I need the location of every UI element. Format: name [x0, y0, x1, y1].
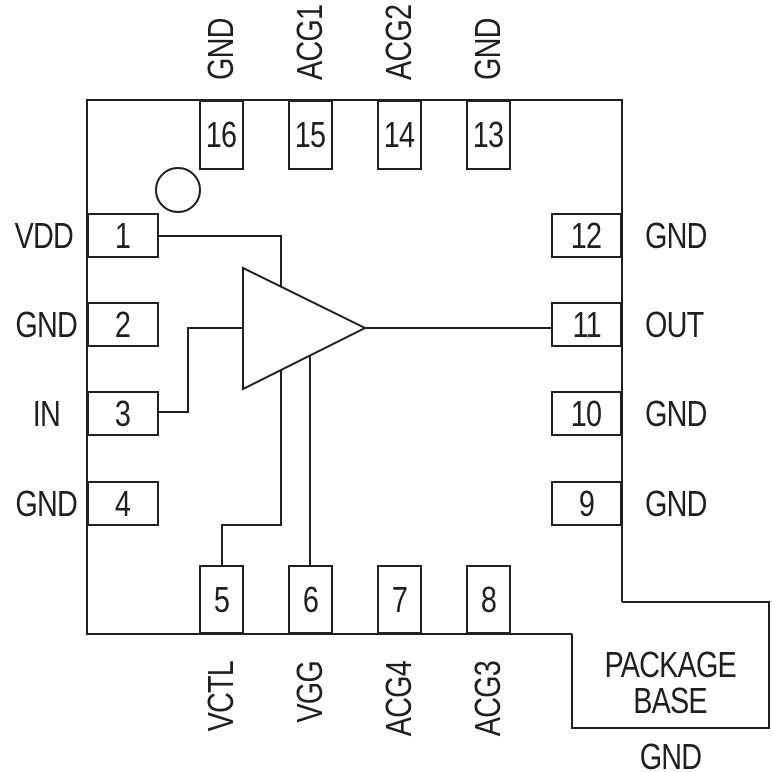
pin-6-label-text: VGG	[289, 661, 330, 723]
pin-box-16: 16	[199, 100, 244, 170]
pin-2-label-text: GND	[15, 304, 77, 345]
pin-number-6: 6	[302, 578, 319, 620]
pin-12-label: GND	[645, 213, 769, 258]
package-base-title-line2-text: BASE	[633, 680, 708, 721]
package-base-title-line2: BASE	[572, 683, 769, 719]
pin-16-label: GND	[200, 0, 241, 80]
pin-number-13: 13	[473, 114, 504, 155]
pin-6-label: VGG	[289, 661, 330, 772]
pin-box-9: 9	[551, 481, 622, 526]
pin-15-label: ACG1	[289, 0, 330, 81]
pin-2-label: GND	[0, 302, 77, 347]
pin-box-7: 7	[377, 565, 422, 634]
pin-number-1: 1	[115, 214, 131, 256]
pin-number-11: 11	[572, 303, 601, 345]
pin-14-label: ACG2	[378, 0, 419, 81]
pin-15-label-text: ACG1	[289, 4, 330, 81]
package-base-title-line1-text: PACKAGE	[604, 644, 737, 685]
pin-number-12: 12	[571, 214, 602, 256]
pin-number-7: 7	[391, 578, 408, 620]
wire-vctl-to-amp	[221, 355, 282, 565]
pin-box-14: 14	[377, 100, 422, 170]
pin-5-label: VCTL	[200, 661, 241, 772]
pin-number-3: 3	[115, 392, 131, 434]
pin-3-label-text: IN	[32, 393, 61, 434]
pin-4-label: GND	[0, 481, 77, 526]
package-base-pad	[571, 601, 770, 729]
amplifier-triangle-icon	[242, 266, 368, 391]
pin-16-label-text: GND	[200, 18, 241, 80]
pin-7-label: ACG4	[378, 661, 419, 772]
pin-box-5: 5	[199, 565, 244, 634]
wire-in-to-amp	[159, 327, 255, 413]
pin-box-6: 6	[288, 565, 333, 634]
pin-number-9: 9	[578, 482, 595, 524]
pin-9-label: GND	[645, 481, 769, 526]
pin-11-label-text: OUT	[645, 304, 704, 345]
pin-box-10: 10	[551, 391, 622, 436]
package-outline	[86, 99, 623, 635]
pin-box-4: 4	[87, 481, 159, 526]
pin-box-8: 8	[466, 565, 511, 634]
pin-box-13: 13	[466, 100, 511, 170]
pin-8-label-text: ACG3	[467, 661, 508, 737]
pin-4-label-text: GND	[15, 483, 77, 524]
pin-12-label-text: GND	[645, 215, 707, 256]
package-base-title-line1: PACKAGE	[572, 647, 769, 683]
pin-number-5: 5	[213, 578, 230, 620]
pin-13-label-text: GND	[467, 18, 508, 80]
pin-11-label: OUT	[645, 302, 769, 347]
pin-number-8: 8	[480, 578, 497, 620]
pin-number-2: 2	[115, 303, 131, 345]
pin-9-label-text: GND	[645, 483, 707, 524]
pin-10-label-text: GND	[645, 393, 707, 434]
pin-box-2: 2	[87, 302, 159, 347]
wire-vdd-to-amp	[159, 235, 282, 300]
pin-box-11: 11	[551, 302, 622, 347]
pin-1-label-text: VDD	[14, 215, 74, 256]
package-base-gnd-label-text: GND	[639, 736, 702, 772]
pin-box-3: 3	[87, 391, 159, 436]
pin-box-12: 12	[551, 213, 622, 258]
package-base-gnd-label: GND	[572, 739, 769, 772]
pin-13-label: GND	[467, 0, 508, 80]
pin-5-label-text: VCTL	[200, 661, 241, 732]
pin-10-label: GND	[645, 391, 769, 436]
pin-14-label-text: ACG2	[378, 4, 419, 81]
pin-3-label: IN	[0, 391, 61, 436]
pin-box-15: 15	[288, 100, 333, 170]
pin-box-1: 1	[87, 213, 159, 258]
pin-1-label: VDD	[0, 213, 74, 258]
pin-number-16: 16	[206, 114, 237, 155]
pin-number-15: 15	[295, 114, 326, 155]
pin-number-10: 10	[571, 392, 602, 434]
pin1-indicator-circle	[155, 167, 201, 213]
pin-8-label: ACG3	[467, 661, 508, 772]
pin-number-4: 4	[115, 482, 131, 524]
pin-7-label-text: ACG4	[378, 661, 419, 737]
pin-number-14: 14	[384, 114, 415, 155]
